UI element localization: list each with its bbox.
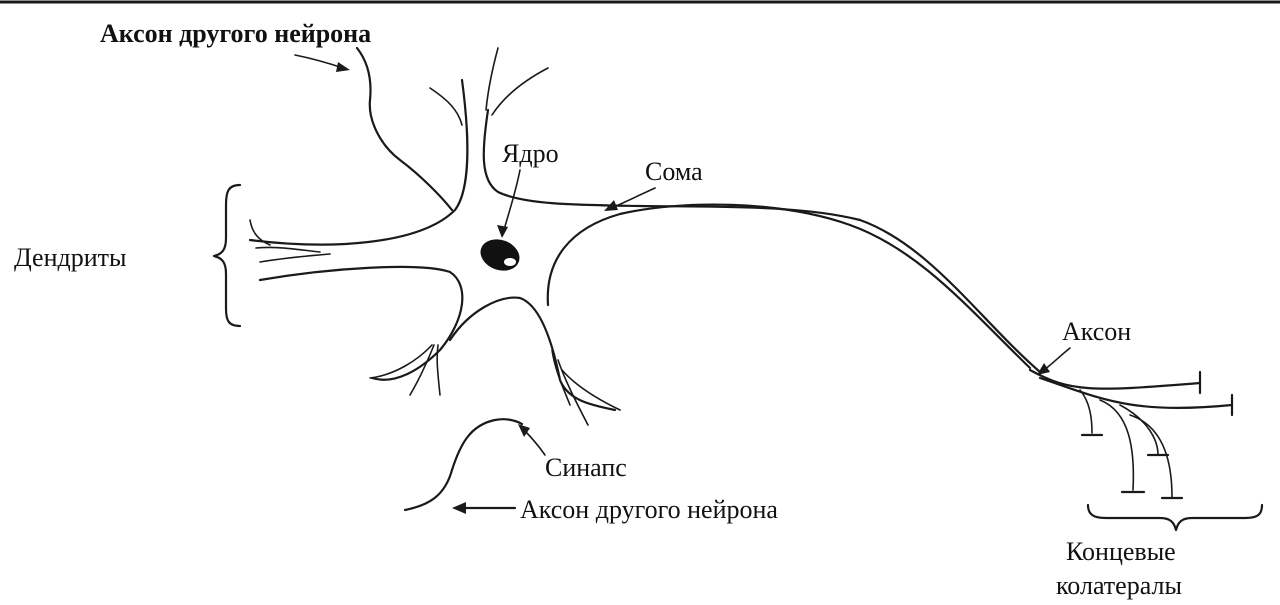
label-soma: Сома <box>645 157 703 186</box>
nucleus <box>480 239 520 271</box>
label-axon-other-bottom: Аксон другого нейрона <box>520 495 778 524</box>
label-axon: Аксон <box>1062 317 1131 346</box>
label-dendrites: Дендриты <box>14 243 126 272</box>
axon-other-bottom <box>403 418 524 512</box>
label-synapse: Синапс <box>545 453 627 482</box>
label-terminal-line2: колатералы <box>1056 571 1182 600</box>
label-terminal-line1: Концевые <box>1066 537 1176 566</box>
soma-body <box>248 78 1042 412</box>
label-axon-other-top: Аксон другого нейрона <box>100 19 371 48</box>
dendrites <box>249 47 621 426</box>
label-nucleus: Ядро <box>502 139 559 168</box>
axon-other-top <box>355 46 454 212</box>
collaterals-bracket <box>1086 503 1264 532</box>
dendrites-bracket <box>212 183 242 328</box>
pointer-arrows <box>294 54 1071 514</box>
terminal-collaterals <box>1028 368 1234 500</box>
